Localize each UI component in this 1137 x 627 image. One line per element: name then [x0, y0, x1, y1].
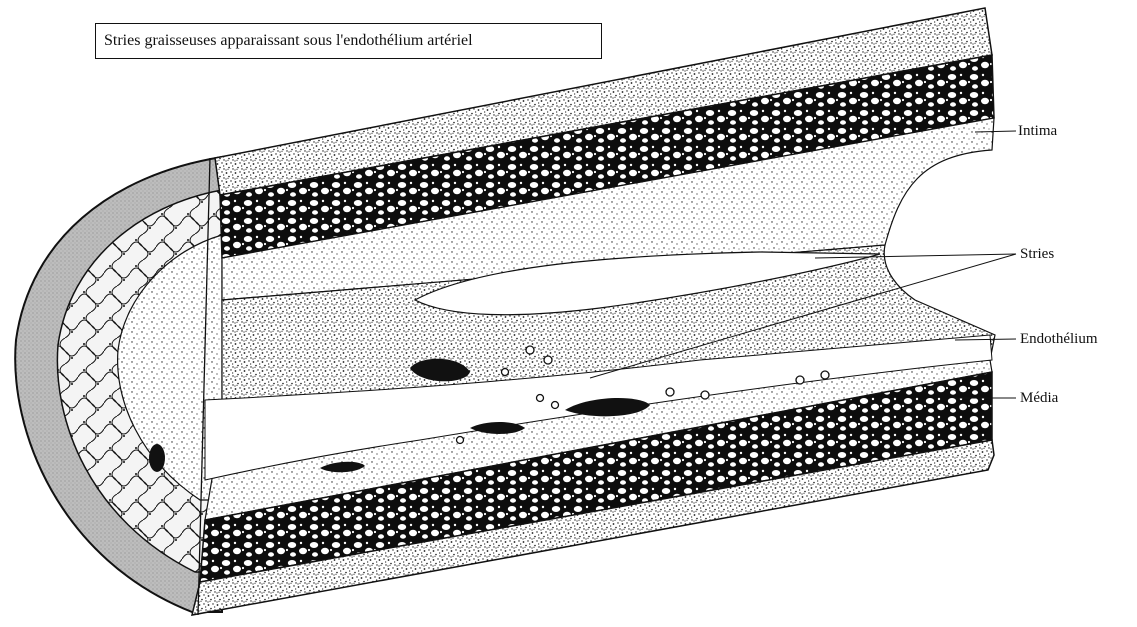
diagram-title: Stries graisseuses apparaissant sous l'e…: [95, 23, 602, 59]
label-stries: Stries: [1020, 245, 1054, 263]
vessel-end-cap: [15, 157, 222, 612]
label-media: Média: [1020, 389, 1058, 407]
label-intima: Intima: [1018, 122, 1057, 140]
label-endothelium: Endothélium: [1020, 330, 1098, 348]
